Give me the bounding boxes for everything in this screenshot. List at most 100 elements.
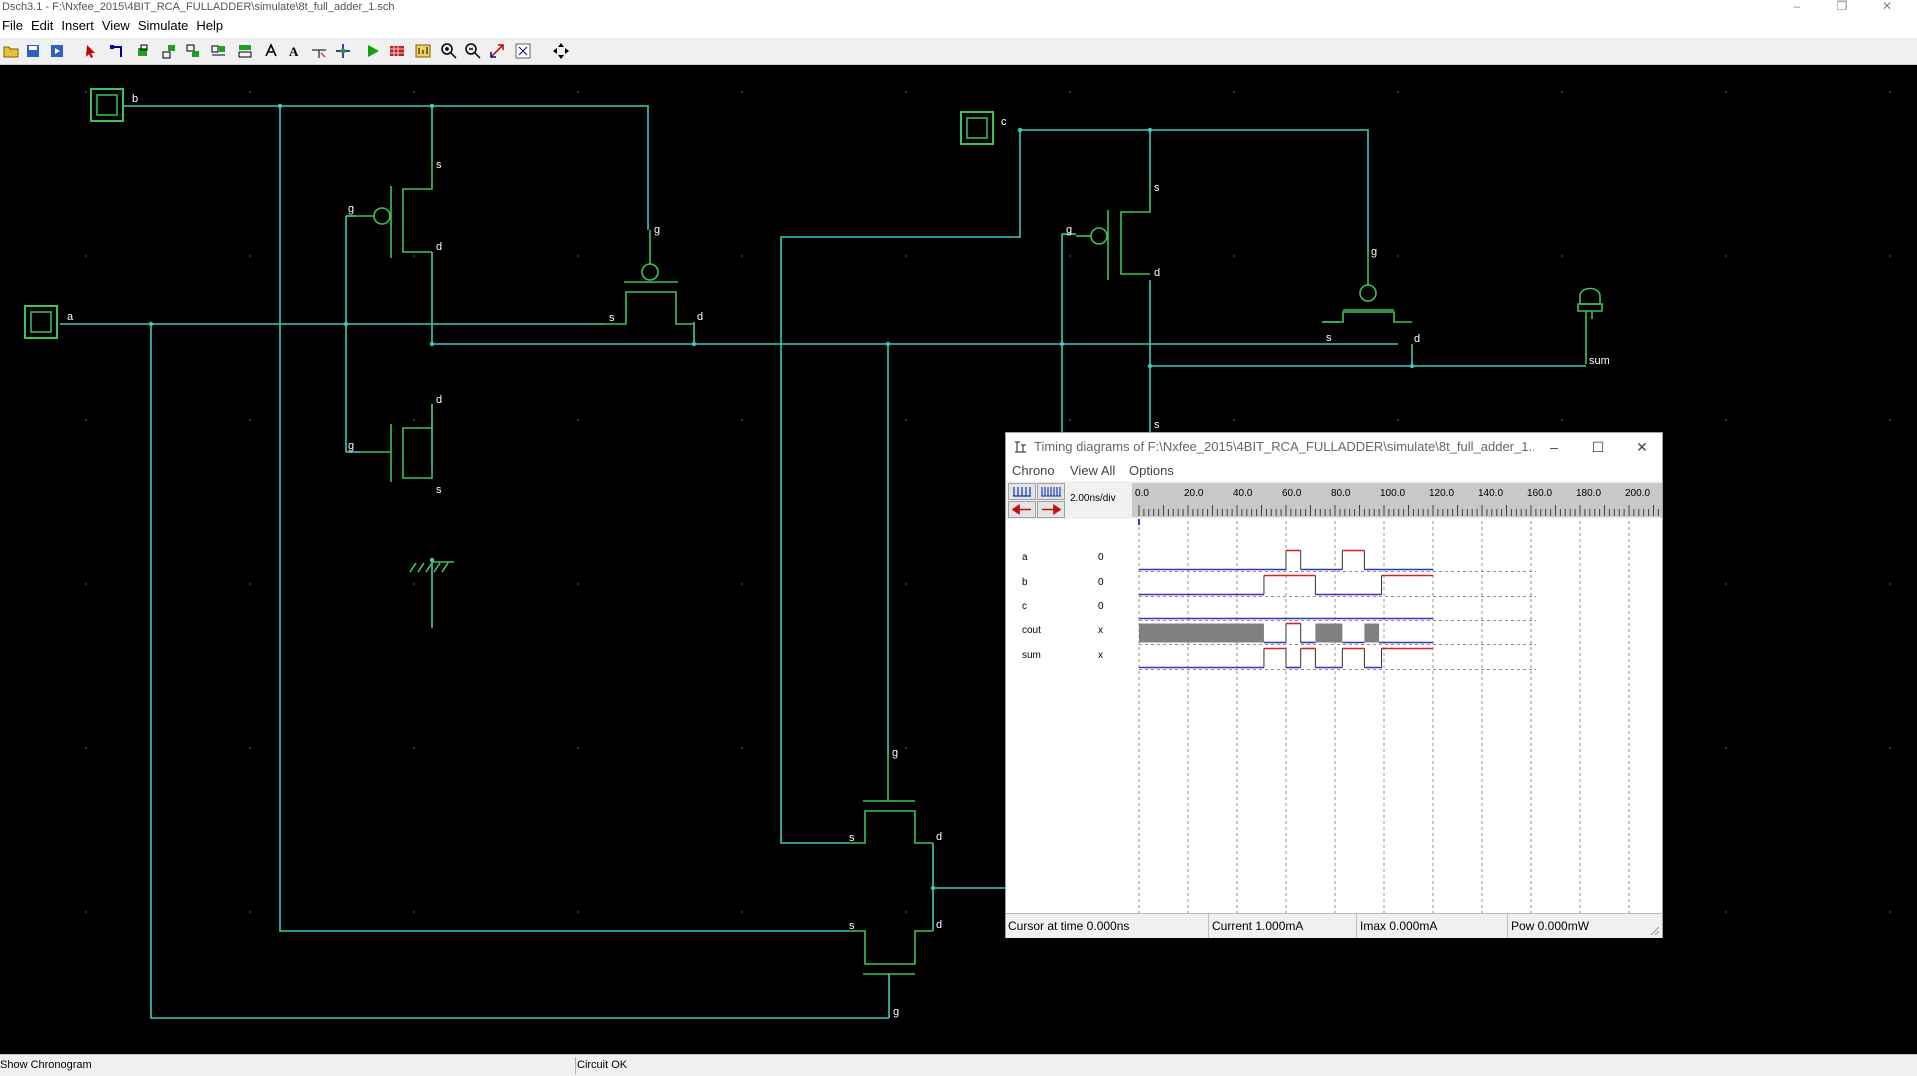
input-label: a — [67, 311, 74, 323]
menu-simulate[interactable]: Simulate — [137, 18, 189, 33]
save-icon[interactable] — [24, 42, 42, 60]
zoom-in-time-icon[interactable] — [1037, 483, 1065, 500]
scroll-right-icon[interactable] — [1037, 501, 1065, 518]
current-value: Current 1.000mA — [1212, 919, 1304, 933]
ruler-label: 80.0 — [1331, 488, 1351, 499]
timing-diagram-window[interactable]: Timing diagrams of F:\Nxfee_2015\4BIT_RC… — [1005, 432, 1663, 938]
timing-close-button[interactable]: ✕ — [1636, 439, 1648, 455]
timing-menu-view-all[interactable]: View All — [1070, 463, 1116, 478]
menu-view[interactable]: View — [101, 18, 130, 33]
schematic-diagram[interactable]: b a c sum s d g d s g g s d s d g s g s … — [0, 64, 1917, 1054]
signal-name: a — [1022, 552, 1028, 563]
pmos-transistor — [1076, 189, 1151, 280]
run-simulation-icon[interactable] — [364, 42, 382, 60]
zoom-out-icon[interactable] — [464, 42, 482, 60]
timing-maximize-button[interactable]: ☐ — [1591, 439, 1605, 455]
input-a-button[interactable] — [24, 305, 58, 339]
add-node-icon[interactable] — [334, 42, 352, 60]
signal-name: cout — [1022, 625, 1041, 636]
menu-insert[interactable]: Insert — [61, 18, 94, 33]
timing-icon[interactable] — [414, 42, 432, 60]
align-icon[interactable] — [262, 42, 280, 60]
ruler-label: 60.0 — [1282, 488, 1302, 499]
input-b-button[interactable] — [90, 88, 124, 122]
pin-label: g — [1371, 246, 1377, 258]
schematic-canvas[interactable]: b a c sum s d g d s g g s d s d g s g s … — [0, 64, 1917, 1054]
mirror-icon[interactable] — [236, 42, 254, 60]
status-right: Circuit OK — [577, 1059, 628, 1071]
output-label: sum — [1589, 355, 1610, 367]
close-button[interactable]: ✕ — [1881, 0, 1893, 13]
nmos-transistor — [360, 404, 433, 482]
pmos-transistor — [356, 161, 433, 258]
ruler-label: 140.0 — [1478, 488, 1503, 499]
pin-label: g — [654, 224, 660, 236]
save-as-icon[interactable] — [48, 42, 66, 60]
timing-minimize-button[interactable]: – — [1550, 439, 1558, 455]
pan-icon[interactable] — [552, 42, 570, 60]
svg-text:A: A — [289, 44, 299, 59]
title-bar: Dsch3.1 - F:\Nxfee_2015\4BIT_RCA_FULLADD… — [0, 0, 1917, 14]
nmos-transistor — [849, 756, 933, 844]
select-arrow-icon[interactable] — [82, 42, 100, 60]
move-icon[interactable] — [134, 42, 152, 60]
flip-icon[interactable] — [184, 42, 202, 60]
pin-label: d — [436, 394, 442, 406]
pin-label: s — [609, 312, 615, 324]
input-label: b — [132, 93, 138, 105]
cursor-time: Cursor at time 0.000ns — [1008, 919, 1130, 933]
restore-button[interactable]: ❐ — [1836, 0, 1848, 13]
timing-menu-chrono[interactable]: Chrono — [1012, 463, 1055, 478]
signal-value: 0 — [1098, 577, 1104, 588]
waveform-unknown — [1364, 623, 1380, 643]
pmos-transistor — [1322, 252, 1412, 323]
extract-icon[interactable] — [514, 42, 532, 60]
copy-icon[interactable] — [210, 42, 228, 60]
status-bar: Show Chronogram Circuit OK — [0, 1054, 1917, 1076]
input-buttons — [24, 88, 994, 339]
transistors — [356, 161, 1603, 975]
ruler-label: 0.0 — [1135, 488, 1149, 499]
waveform-unknown — [1139, 623, 1264, 643]
wire-icon[interactable] — [108, 42, 126, 60]
zoom-fit-icon[interactable] — [488, 42, 506, 60]
rotate-icon[interactable] — [160, 42, 178, 60]
menu-bar: File Edit Insert View Simulate Help — [0, 14, 1917, 38]
pin-label: d — [936, 919, 942, 931]
zoom-out-time-icon[interactable] — [1008, 483, 1036, 500]
scroll-left-icon[interactable] — [1008, 501, 1036, 518]
signal-value: 0 — [1098, 601, 1104, 612]
nmos-transistor — [849, 930, 933, 975]
pin-label: d — [436, 241, 442, 253]
wire-junctions — [148, 103, 1415, 891]
text-icon[interactable]: A — [286, 42, 304, 60]
pin-label: g — [348, 440, 354, 452]
menu-file[interactable]: File — [2, 18, 23, 33]
signal-value: x — [1098, 650, 1103, 661]
connect-icon[interactable] — [310, 42, 328, 60]
timing-window-title-bar[interactable]: Timing diagrams of F:\Nxfee_2015\4BIT_RC… — [1006, 433, 1662, 461]
minimize-button[interactable]: – — [1793, 0, 1801, 13]
pmos-transistor — [606, 230, 694, 325]
menu-help[interactable]: Help — [196, 18, 224, 33]
pin-label: g — [348, 203, 354, 215]
ground-symbol — [409, 561, 454, 573]
zoom-in-icon[interactable] — [440, 42, 458, 60]
imax-value: Imax 0.000mA — [1360, 919, 1438, 933]
ruler-label: 180.0 — [1576, 488, 1601, 499]
input-c-button[interactable] — [960, 111, 994, 145]
pin-label: g — [893, 1006, 899, 1018]
pin-label: s — [436, 159, 442, 171]
resize-grip-icon[interactable] — [1648, 924, 1660, 936]
chronogram-icon[interactable] — [388, 42, 406, 60]
timing-menu-options[interactable]: Options — [1129, 463, 1174, 478]
ruler-label: 40.0 — [1233, 488, 1253, 499]
open-file-icon[interactable] — [2, 42, 20, 60]
menu-edit[interactable]: Edit — [30, 18, 54, 33]
pin-label: s — [1154, 182, 1160, 194]
